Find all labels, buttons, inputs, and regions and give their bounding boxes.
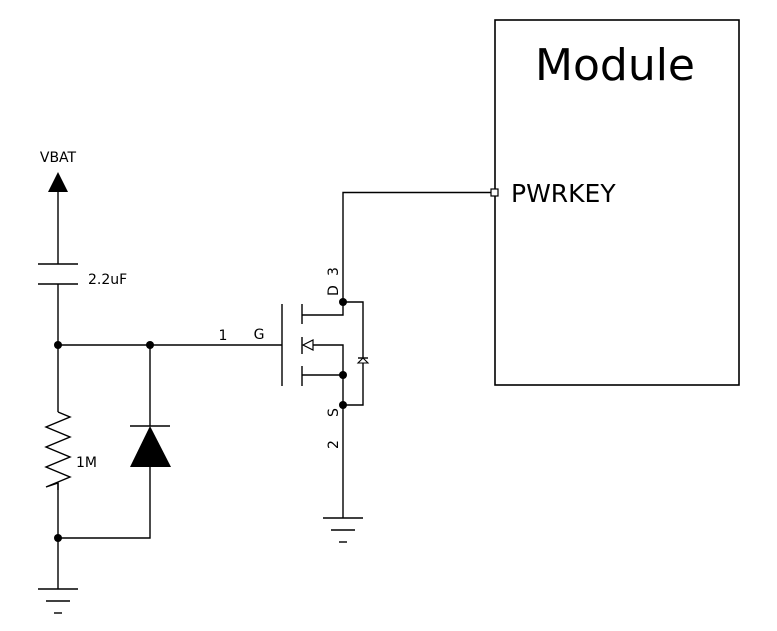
- power-arrow-icon: [48, 172, 68, 192]
- module-title: Module: [535, 40, 695, 91]
- diode-wire-bottom: [58, 467, 151, 539]
- junction-dot: [339, 371, 347, 379]
- gate-label: G: [254, 327, 265, 343]
- source-pin-number: 2: [326, 440, 342, 449]
- diode-triangle-icon: [130, 426, 171, 467]
- drain-label: D: [326, 285, 342, 296]
- diode-symbol: [58, 345, 171, 539]
- ground-symbol-right: [323, 517, 363, 543]
- pwrkey-drain-wire: [342, 191, 491, 302]
- resistor-symbol: 1M: [44, 345, 97, 538]
- body-diode-icon: [356, 357, 370, 364]
- body-lead: [309, 344, 344, 375]
- capacitor-symbol: 2.2uF: [38, 263, 127, 345]
- body-diode-wire: [343, 301, 364, 406]
- body-arrow-icon: [301, 339, 314, 351]
- drain-lead: [302, 302, 344, 316]
- mosfet-symbol: 1 G D 3 S 2: [219, 267, 370, 449]
- module-box: [494, 19, 740, 386]
- gate-pin-number: 1: [219, 328, 228, 344]
- pwrkey-pin-icon[interactable]: [490, 188, 499, 197]
- module-block[interactable]: Module PWRKEY: [490, 19, 740, 386]
- drain-pin-number: 3: [326, 267, 342, 276]
- resistor-zigzag: [44, 411, 72, 490]
- vbat-power-symbol: VBAT: [40, 150, 77, 264]
- source-label: S: [326, 408, 342, 417]
- capacitor-value: 2.2uF: [88, 272, 127, 288]
- module-pin-label: PWRKEY: [511, 179, 616, 208]
- vbat-label: VBAT: [40, 150, 77, 166]
- resistor-value: 1M: [76, 455, 97, 471]
- ground-symbol-left: [38, 538, 78, 614]
